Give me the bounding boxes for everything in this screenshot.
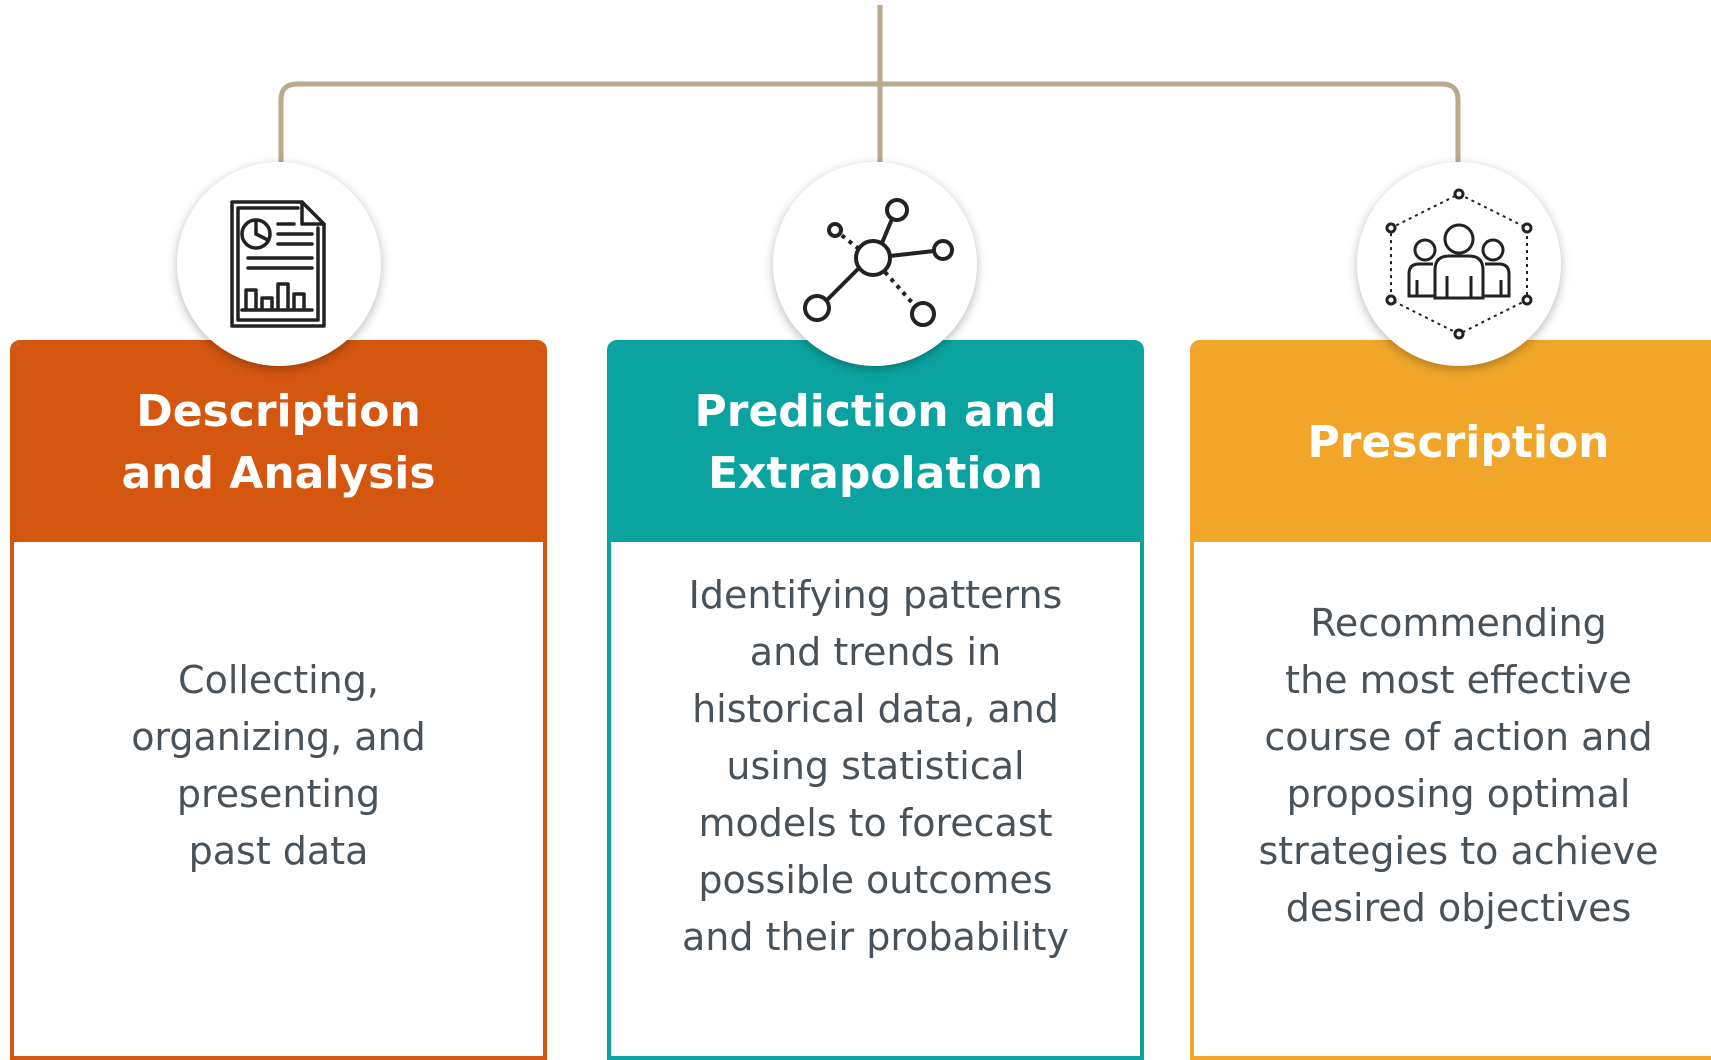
card-description-header: Description and Analysis bbox=[14, 344, 543, 542]
prediction-icon-circle bbox=[773, 162, 977, 366]
card-prescription: Prescription Recommending the most effec… bbox=[1190, 340, 1711, 1060]
card-description-title: Description and Analysis bbox=[121, 386, 436, 499]
connector-lines bbox=[278, 5, 1461, 162]
network-nodes-icon bbox=[803, 198, 954, 327]
card-prediction: Prediction and Extrapolation Identifying… bbox=[607, 340, 1144, 1060]
card-description-text: Collecting, organizing, and presenting p… bbox=[131, 658, 426, 873]
card-prescription-text: Recommending the most effective course o… bbox=[1258, 601, 1659, 930]
report-chart-icon bbox=[230, 200, 326, 328]
team-network-icon bbox=[1385, 188, 1533, 340]
card-prediction-header: Prediction and Extrapolation bbox=[611, 344, 1140, 542]
card-prediction-body: Identifying patterns and trends in histo… bbox=[611, 542, 1140, 1056]
description-icon-circle bbox=[177, 162, 381, 366]
card-prescription-body: Recommending the most effective course o… bbox=[1194, 542, 1711, 1056]
card-description-body: Collecting, organizing, and presenting p… bbox=[14, 542, 543, 1056]
card-prediction-title: Prediction and Extrapolation bbox=[694, 386, 1057, 499]
card-prediction-text: Identifying patterns and trends in histo… bbox=[682, 572, 1069, 959]
prescription-icon-circle bbox=[1357, 162, 1561, 366]
card-description: Description and Analysis Collecting, org… bbox=[10, 340, 547, 1060]
card-prescription-title: Prescription bbox=[1307, 417, 1610, 468]
card-prescription-header: Prescription bbox=[1194, 344, 1711, 542]
connector-branch bbox=[278, 81, 1461, 162]
